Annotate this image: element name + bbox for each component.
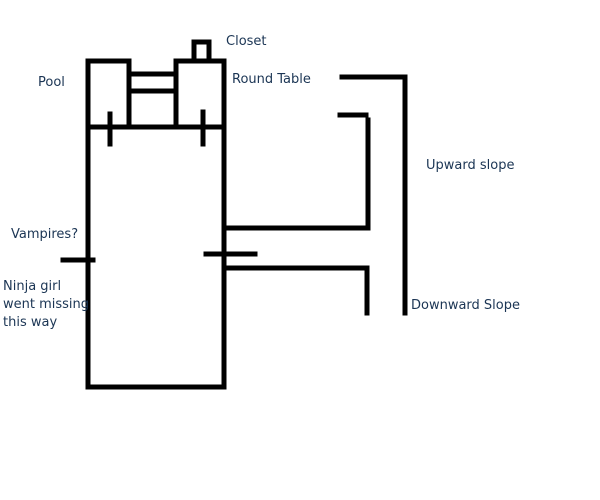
pool-label: Pool — [38, 75, 65, 90]
round-table-label: Round Table — [232, 72, 311, 87]
ninja-girl-label-1: Ninja girl — [3, 279, 62, 294]
main-hall — [85, 124, 227, 390]
closet-room — [191, 39, 212, 64]
round-table-room — [173, 58, 227, 130]
downward-slope-label: Downward Slope — [411, 298, 521, 313]
vampires-label: Vampires? — [11, 227, 79, 242]
closet-label: Closet — [226, 34, 267, 49]
ninja-girl-label-2: went missing — [3, 297, 90, 312]
ninja-girl-label-3: this way — [3, 315, 58, 330]
upward-slope-inner-wall — [221, 112, 371, 231]
upward-slope-outer-wall — [339, 74, 408, 316]
downward-slope-wall — [221, 265, 370, 316]
upward-slope-label: Upward slope — [426, 158, 515, 173]
